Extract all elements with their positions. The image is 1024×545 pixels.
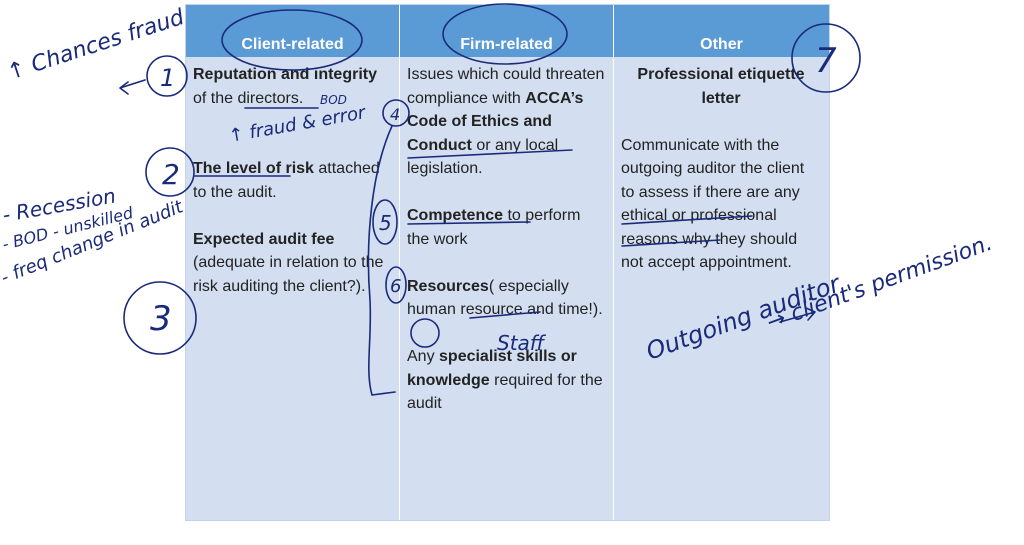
ink-circle-1 — [146, 55, 188, 97]
risk-item: The level of risk attached to the audit. — [193, 160, 380, 201]
ink-number-1: 1 — [160, 64, 175, 92]
header-client-related: Client-related — [186, 5, 400, 57]
reputation-item: Reputation and integrity of the director… — [193, 66, 377, 107]
other-cell: Professional etiquette letter Communicat… — [621, 63, 821, 275]
table-header-row: Client-related Firm-related Other — [186, 5, 829, 57]
header-firm-related: Firm-related — [400, 5, 614, 57]
etiquette-body: Communicate with the outgoing auditor th… — [621, 136, 805, 272]
ink-number-3: 3 — [150, 299, 172, 339]
competence-item: Competence to perform the work — [407, 207, 581, 248]
etiquette-title: Professional etiquette letter — [637, 66, 805, 107]
ink-arrow-to-1 — [119, 79, 146, 95]
compliance-item: Issues which could threaten compliance w… — [407, 66, 605, 177]
resources-item: Resources( especially human resource and… — [407, 277, 603, 319]
ink-note-recession: - Recession — [1, 183, 118, 226]
ink-note-chances-fraud: ↑ Chances fraud — [4, 5, 188, 86]
fee-item: Expected audit fee(adequate in relation … — [193, 230, 384, 295]
header-other: Other — [700, 36, 743, 53]
column-divider — [399, 5, 400, 520]
column-divider — [613, 5, 614, 520]
client-related-cell: Reputation and integrity of the director… — [193, 63, 393, 298]
comparison-table: Client-related Firm-related Other Reputa… — [185, 4, 830, 521]
ink-number-2: 2 — [162, 158, 180, 191]
ink-note-bod-unskilled: - BOD - unskilled — [0, 203, 135, 254]
ink-note-freq-change: - freq change in audit — [0, 196, 187, 289]
firm-related-cell: Issues which could threaten compliance w… — [407, 63, 607, 416]
skills-item: Any specialist skills or knowledge requi… — [407, 348, 603, 412]
